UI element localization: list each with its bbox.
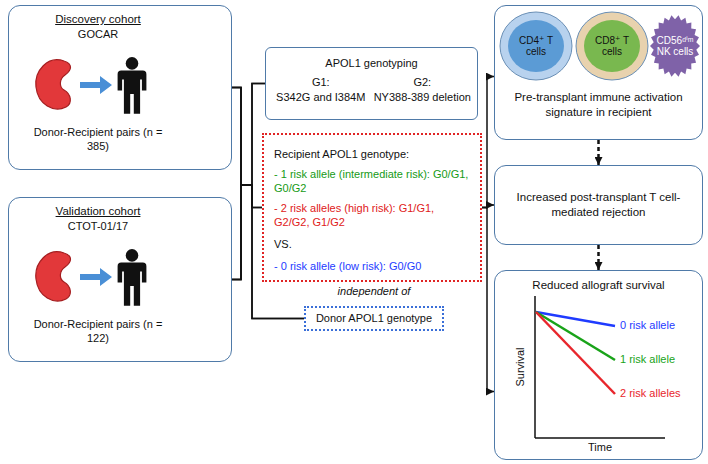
survival-curve: [536, 312, 615, 394]
node-text: CD56ᵈⁱᵐ NK cells: [653, 35, 697, 58]
node-text: Donor-Recipient pairs (n = 385): [28, 125, 168, 153]
cohort-box: Validation cohortCTOT-01/17Donor-Recipie…: [8, 197, 232, 362]
x-axis: [535, 437, 665, 439]
kidney-to-recipient-icon: [36, 57, 147, 114]
node-text: - 2 risk alleles (high risk): G1/G1, G2/…: [274, 201, 470, 229]
node-text: Reduced allograft survival: [532, 278, 664, 293]
cell-body: [508, 20, 564, 72]
label-holder: independent of: [338, 285, 411, 298]
arrow-connector: [482, 208, 494, 392]
node-text: APOL1 genotyping: [325, 56, 417, 70]
series-label: 0 risk allele: [620, 319, 675, 331]
axis-label: Survival: [514, 347, 526, 386]
annotation: independent of: [338, 285, 411, 297]
y-axis: [534, 296, 536, 438]
series-label: 2 risk alleles: [620, 387, 681, 399]
cell-body: [584, 20, 640, 72]
node-text: CD4⁺ T cells: [519, 35, 553, 58]
node-text: Discovery cohort: [55, 12, 141, 27]
node-text: Validation cohort: [56, 204, 141, 219]
arrow-connector: [597, 140, 600, 165]
arrow-connector: [597, 245, 600, 270]
cell-membrane: [500, 12, 572, 80]
label-holder: 2 risk alleles: [620, 387, 681, 400]
node-text: CTOT-01/17: [68, 219, 128, 233]
bracket-connector: [232, 185, 262, 280]
node-text: GOCAR: [78, 27, 118, 41]
node-text: G2:: [413, 75, 431, 89]
nk-cell-shape: CD56ᵈⁱᵐ NK cells: [649, 14, 701, 78]
label-holder: 1 risk allele: [620, 353, 675, 366]
cell-circle: CD8⁺ T cells: [575, 11, 649, 81]
node-text: - 0 risk allele (low risk): G0/G0: [274, 259, 470, 273]
donor-box: Donor APOL1 genotype: [304, 306, 444, 331]
cohort-box: Discovery cohortGOCAR Donor-Recipient pai…: [8, 5, 232, 170]
node-text: Donor-Recipient pairs (n = 122): [28, 317, 168, 345]
node-text: CD8⁺ T cells: [595, 35, 629, 58]
node-text: - 1 risk allele (intermediate risk): G0/…: [274, 167, 470, 195]
label-holder: Time: [588, 441, 612, 454]
process-box: APOL1 genotypingG1:S342G and I384M G2:NY3…: [265, 47, 478, 120]
label-holder: 0 risk allele: [620, 319, 675, 332]
cell-circle: CD4⁺ T cells: [499, 11, 573, 81]
bracket-connector: [232, 84, 265, 280]
node-text: Increased post-transplant T cell-mediate…: [506, 190, 691, 219]
axis-label: Time: [588, 441, 612, 453]
label-holder: Survival: [514, 347, 527, 386]
bracket-connector: [232, 88, 262, 208]
node-text: VS.: [274, 237, 292, 251]
node-text: NY388-389 deletion: [374, 90, 471, 104]
genotype-group-box: Recipient APOL1 genotype: - 1 risk allele…: [262, 133, 482, 282]
kidney-to-recipient-icon: [36, 249, 147, 306]
outcome-box: Pre-transplant immune activation signatu…: [494, 5, 703, 140]
node-text: Donor APOL1 genotype: [316, 311, 432, 325]
survival-graph: [535, 296, 665, 438]
node-text: Pre-transplant immune activation signatu…: [504, 90, 694, 119]
node-text: S342G and I384M: [276, 90, 365, 104]
bracket-connector: [232, 84, 265, 186]
node-text: Recipient APOL1 genotype:: [274, 147, 409, 161]
outcome-box: Increased post-transplant T cell-mediate…: [494, 165, 703, 245]
outcome-box: Reduced allograft survival: [494, 270, 703, 460]
arrow-connector: [482, 77, 494, 208]
nk-cell-body: [650, 15, 700, 76]
cell-membrane: [576, 12, 648, 80]
series-label: 1 risk allele: [620, 353, 675, 365]
node-text: G1:: [312, 75, 330, 89]
